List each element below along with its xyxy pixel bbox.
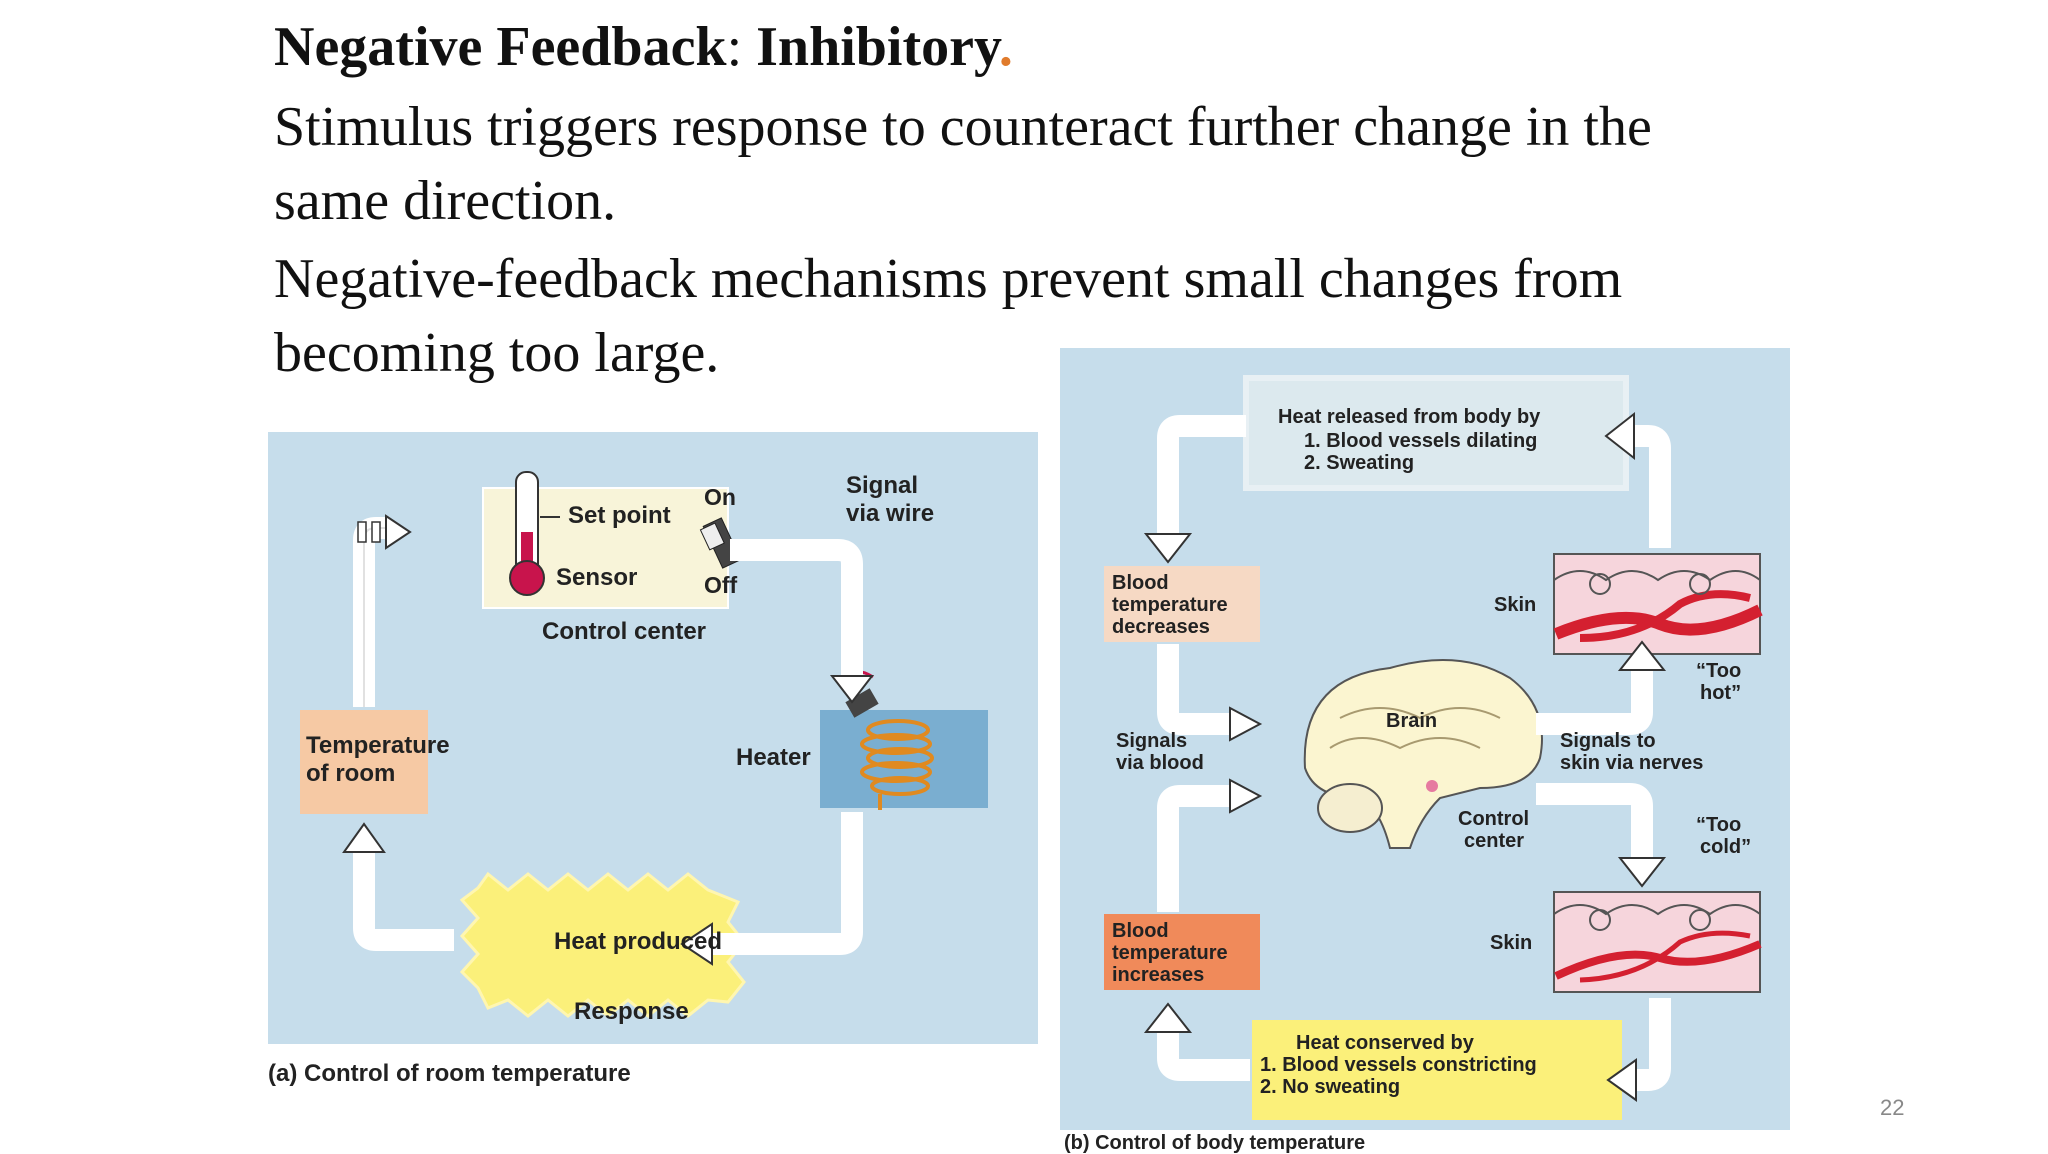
arrow-brain-to-cold-skin bbox=[1536, 783, 1653, 860]
control-center-label: Control center bbox=[542, 618, 707, 645]
arrowhead-to-temp bbox=[342, 822, 386, 853]
caption-b: (b) Control of body temperature bbox=[1064, 1132, 1366, 1154]
heat-conserved-item-1: 1. Blood vessels constricting bbox=[1260, 1054, 1537, 1076]
body-temperature-graphics bbox=[1104, 375, 1763, 1120]
arrowhead-to-released bbox=[1604, 411, 1635, 461]
heat-produced-label: Heat produced bbox=[554, 928, 723, 955]
caption-a: (a) Control of room temperature bbox=[268, 1060, 631, 1087]
arrow-heat-to-temp bbox=[353, 850, 454, 951]
body-temperature-diagram: Heat released from body by 1. Blood vess… bbox=[1060, 348, 1790, 1130]
on-label: On bbox=[704, 484, 736, 510]
blood-decreases-box bbox=[1104, 566, 1260, 642]
heat-conserved-box bbox=[1252, 1020, 1622, 1120]
blood-decreases-line-2: temperature bbox=[1112, 594, 1228, 616]
paragraph-1-line-2: same direction. bbox=[274, 170, 617, 232]
signal-label-line-2: via wire bbox=[846, 500, 935, 527]
heater-coil-icon bbox=[860, 719, 934, 810]
arrowhead-to-heater bbox=[829, 675, 875, 704]
page-number: 22 bbox=[1880, 1095, 1905, 1120]
temperature-of-room-box bbox=[300, 710, 428, 814]
blood-increases-line-3: increases bbox=[1112, 964, 1205, 986]
blood-increases-box bbox=[1104, 914, 1260, 990]
title-colon: : bbox=[726, 16, 757, 78]
signal-label-line-1: Signal bbox=[846, 472, 919, 499]
arrow-skin-to-released bbox=[1630, 425, 1671, 548]
too-cold-line-1: “Too bbox=[1696, 814, 1742, 836]
temperature-label-line-2: of room bbox=[306, 760, 396, 787]
signals-nerves-line-2: skin via nerves bbox=[1560, 752, 1704, 774]
heat-released-item-2: 2. Sweating bbox=[1304, 452, 1415, 474]
arrow-temp-to-control bbox=[353, 517, 390, 707]
too-cold-line-2: cold” bbox=[1700, 836, 1752, 858]
title-part2: Inhibitory bbox=[756, 16, 999, 78]
heat-produced-burst bbox=[459, 871, 746, 1018]
thermometer-icon bbox=[509, 471, 560, 596]
arrow-heater-to-heat bbox=[708, 812, 863, 955]
too-hot-line-2: hot” bbox=[1700, 682, 1742, 704]
heat-released-item-1: 1. Blood vessels dilating bbox=[1304, 430, 1538, 452]
arrow-increase-to-brain bbox=[1157, 785, 1236, 912]
title-dot: . bbox=[998, 16, 1013, 78]
blood-decreases-line-1: Blood bbox=[1112, 572, 1169, 594]
control-center-line-2: center bbox=[1464, 830, 1525, 852]
heat-released-title: Heat released from body by bbox=[1278, 406, 1541, 428]
arrow-decrease-to-brain bbox=[1157, 644, 1236, 735]
arrowhead-to-cold-skin bbox=[1617, 857, 1667, 888]
arrowhead-to-brain-top bbox=[1229, 706, 1263, 742]
signals-blood-line-2: via blood bbox=[1116, 752, 1204, 774]
arrow-conserved-to-increase bbox=[1157, 1030, 1250, 1081]
arrow-brain-to-hot-skin bbox=[1536, 670, 1653, 735]
heat-conserved-item-2: 2. No sweating bbox=[1260, 1076, 1401, 1098]
signals-blood-line-1: Signals bbox=[1116, 730, 1188, 752]
temperature-label-line-1: Temperature bbox=[306, 732, 450, 759]
control-center-line-1: Control bbox=[1458, 808, 1530, 830]
brain-label: Brain bbox=[1386, 710, 1438, 732]
blood-increases-line-1: Blood bbox=[1112, 920, 1169, 942]
skin-top-icon bbox=[1553, 553, 1763, 655]
arrowhead-to-increase bbox=[1143, 1002, 1193, 1033]
sensor-label: Sensor bbox=[556, 564, 638, 591]
arrowhead-to-decrease bbox=[1143, 533, 1193, 564]
skin-top-label: Skin bbox=[1494, 594, 1537, 616]
arrowhead-to-control bbox=[385, 514, 412, 550]
brain-icon bbox=[1303, 659, 1543, 849]
arrow-control-to-heater bbox=[730, 539, 863, 680]
arrow-released-to-decrease bbox=[1157, 415, 1246, 534]
set-point-label: Set point bbox=[568, 502, 671, 529]
room-temperature-graphics bbox=[300, 471, 988, 1018]
paragraph-2-line-1: Negative-feedback mechanisms prevent sma… bbox=[274, 248, 1623, 310]
heater-label: Heater bbox=[736, 744, 811, 771]
blood-decreases-line-3: decreases bbox=[1112, 616, 1210, 638]
arrowhead-to-conserved bbox=[1606, 1058, 1637, 1102]
title-part1: Negative Feedback bbox=[274, 16, 727, 78]
arrowhead-to-hot-skin bbox=[1617, 640, 1667, 671]
too-hot-line-1: “Too bbox=[1696, 660, 1742, 682]
arrow-cold-skin-to-conserved bbox=[1634, 998, 1671, 1091]
paragraph-1-line-1: Stimulus triggers response to counteract… bbox=[274, 96, 1652, 158]
arrowhead-to-heat bbox=[680, 922, 713, 966]
heat-conserved-title: Heat conserved by bbox=[1296, 1032, 1474, 1054]
response-label: Response bbox=[574, 998, 689, 1025]
slide-title: Negative Feedback: Inhibitory. bbox=[274, 12, 1013, 82]
heater-box bbox=[820, 710, 988, 808]
arrowhead-to-brain-bottom bbox=[1229, 778, 1263, 814]
room-temperature-diagram: Set point Sensor On Off Control center S… bbox=[268, 432, 1038, 1044]
skin-bottom-label: Skin bbox=[1490, 932, 1533, 954]
off-label: Off bbox=[704, 572, 738, 598]
paragraph-2-line-2: becoming too large. bbox=[274, 322, 720, 384]
signals-nerves-line-1: Signals to bbox=[1560, 730, 1656, 752]
skin-bottom-icon bbox=[1553, 891, 1762, 993]
blood-increases-line-2: temperature bbox=[1112, 942, 1228, 964]
